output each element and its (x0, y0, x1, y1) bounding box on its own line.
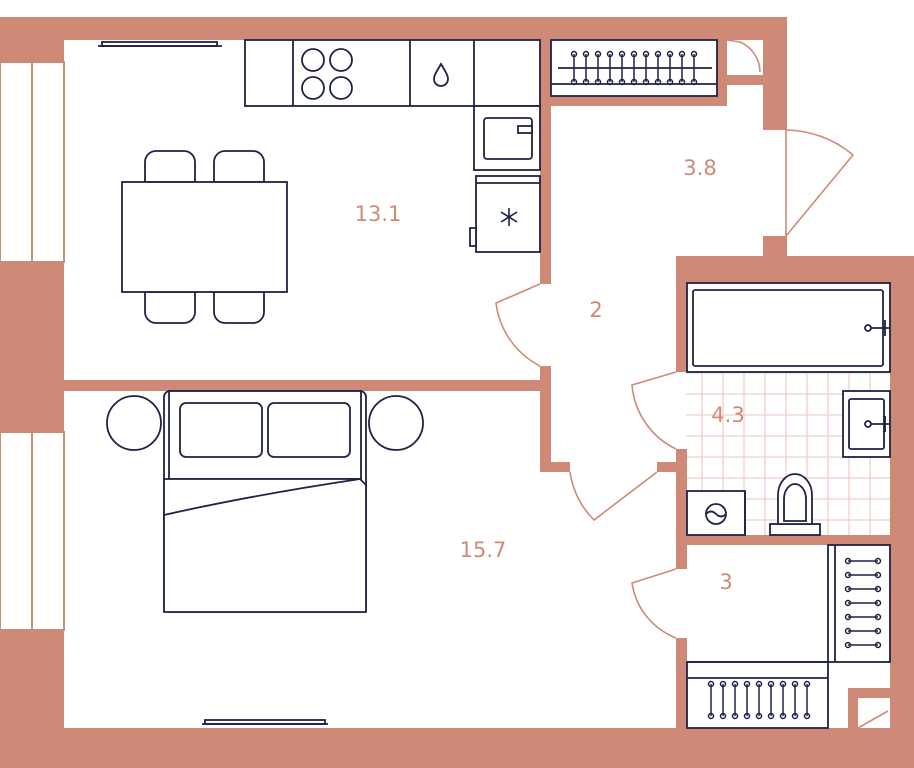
fridge (475, 175, 541, 253)
room-area-kitchen-living: 13.1 (355, 202, 402, 226)
hangers (844, 557, 882, 649)
blanket (163, 478, 367, 613)
area-labels: 13.1 3.8 2 4.3 15.7 3 (355, 156, 745, 594)
burner-icon (301, 48, 325, 72)
walls (0, 17, 914, 768)
chair (144, 150, 196, 183)
wardrobes (550, 39, 891, 729)
burner-icon (329, 76, 353, 100)
room-area-wardrobe: 3 (719, 570, 732, 594)
windows (0, 61, 65, 631)
radiators (98, 41, 328, 725)
furniture (106, 39, 891, 613)
room-area-bathroom: 4.3 (711, 403, 744, 427)
chair (213, 291, 265, 324)
burner-icon (301, 76, 325, 100)
kitchen-counter (244, 39, 541, 107)
room-area-entrance: 3.8 (683, 156, 716, 180)
dining-table (121, 181, 288, 293)
hangers (570, 50, 698, 86)
room-area-corridor: 2 (589, 298, 602, 322)
water-drop-icon (433, 62, 449, 87)
room-area-bedroom: 15.7 (460, 538, 507, 562)
pillow (179, 402, 263, 458)
hangers (707, 680, 811, 720)
toilet-tank (769, 523, 821, 536)
burner-icon (329, 48, 353, 72)
pillow (267, 402, 351, 458)
chair (144, 291, 196, 324)
snowflake-icon (500, 208, 518, 226)
washing-machine-icon (705, 503, 727, 525)
doors (495, 39, 889, 729)
nightstand (106, 395, 162, 451)
chair (213, 150, 265, 183)
nightstand (368, 395, 424, 451)
